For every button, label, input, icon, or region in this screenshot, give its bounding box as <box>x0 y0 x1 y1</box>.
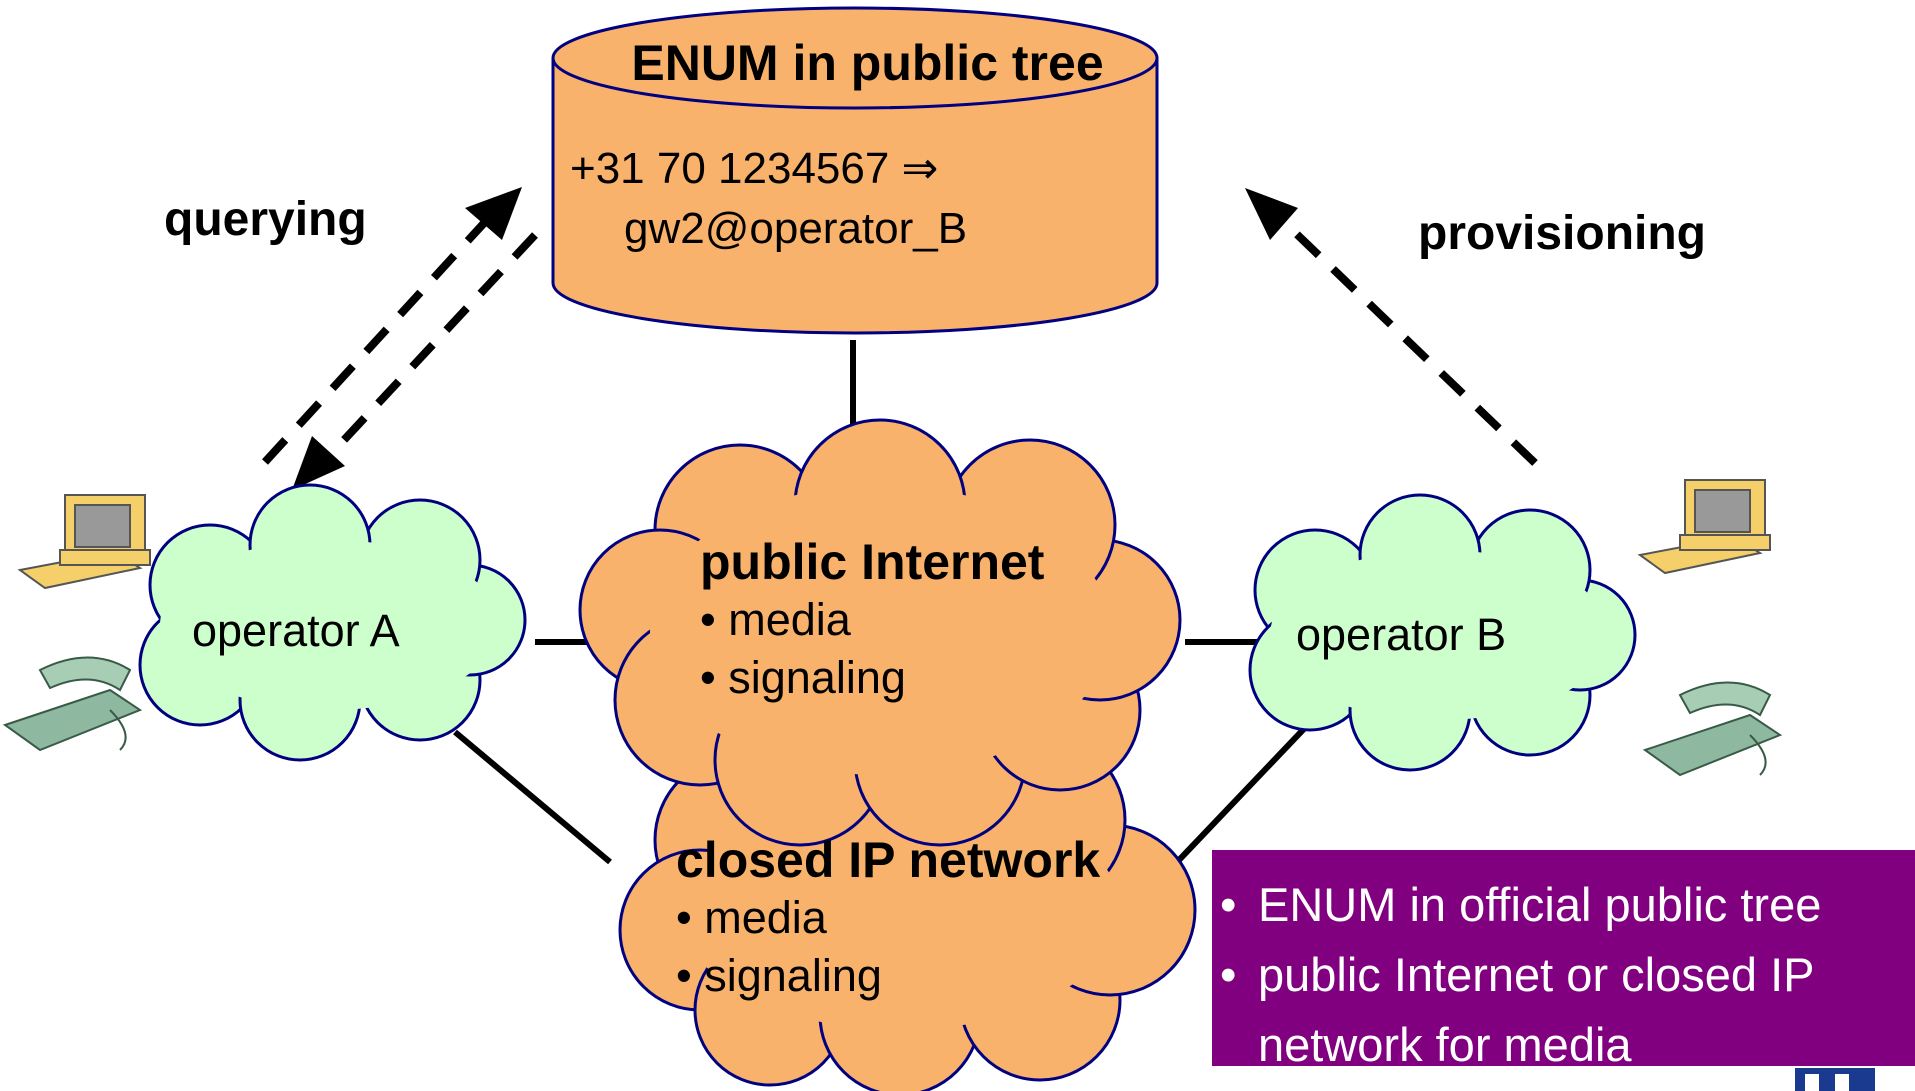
query-arrow-down-head <box>292 436 345 490</box>
telephone-icon <box>1642 681 1783 777</box>
legend-item: public Internet or closed IP <box>1212 940 1915 1010</box>
public-internet-cloud <box>578 418 1182 847</box>
closed-ip-item-media: • media <box>676 892 827 943</box>
connection-lines <box>453 340 1323 883</box>
legend-item: ENUM in official public tree <box>1212 870 1915 940</box>
legend-item-continuation: network for media <box>1258 1018 1632 1071</box>
closed-ip-title: closed IP network <box>676 832 1101 888</box>
operator-a-cloud <box>138 483 527 762</box>
computer-icon <box>1637 479 1771 575</box>
database-mapping-number: +31 70 1234567 ⇒ <box>570 144 939 193</box>
telephone-icon <box>2 656 143 752</box>
public-internet-item-signaling: • signaling <box>700 652 906 703</box>
database-mapping-target: gw2@operator_B <box>624 204 968 253</box>
database-cylinder <box>551 6 1159 335</box>
database-title: ENUM in public tree <box>631 35 1104 91</box>
public-internet-item-media: • media <box>700 594 851 645</box>
provision-arrow <box>1279 217 1538 466</box>
query-arrow-up <box>262 219 488 465</box>
dashed-arrows <box>262 217 1538 466</box>
operator-b-cloud <box>1248 493 1637 772</box>
opA-to-closed-line <box>453 729 612 865</box>
query-arrow-down <box>327 232 538 458</box>
arrow-heads <box>292 187 1298 490</box>
provision-arrow-head <box>1245 188 1298 240</box>
closed-ip-cloud <box>618 703 1197 1091</box>
computer-icon <box>17 494 151 590</box>
querying-label: querying <box>164 193 367 246</box>
closed-ip-item-signaling: • signaling <box>676 950 882 1001</box>
opB-to-closed-line <box>1157 709 1323 883</box>
operator-b-label: operator B <box>1296 609 1507 660</box>
query-arrow-up-head <box>465 187 522 240</box>
logo-icon <box>1795 1068 1875 1091</box>
legend-box: ENUM in official public tree public Inte… <box>1212 850 1915 1071</box>
legend-list: ENUM in official public tree public Inte… <box>1212 870 1915 1010</box>
public-internet-title: public Internet <box>700 534 1045 590</box>
provisioning-label: provisioning <box>1418 207 1706 260</box>
operator-a-label: operator A <box>192 605 400 656</box>
